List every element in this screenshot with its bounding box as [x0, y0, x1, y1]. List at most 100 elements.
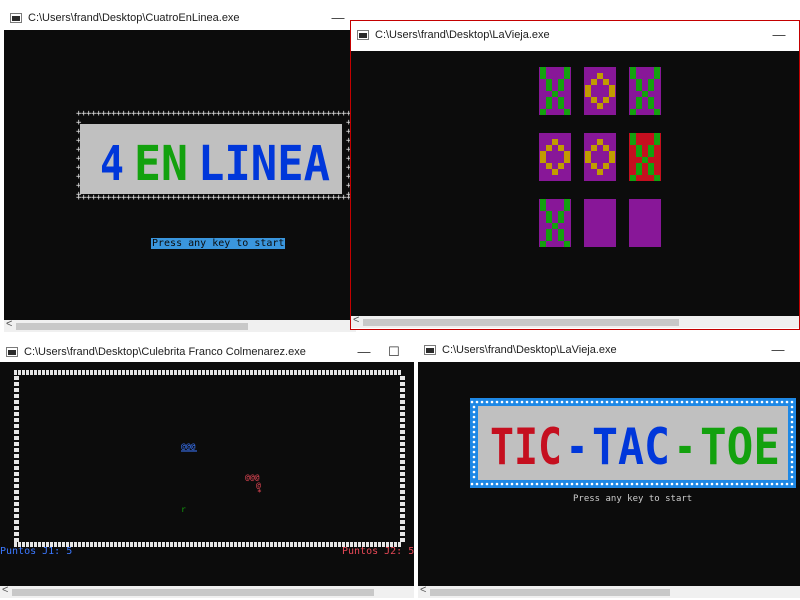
snake-player2-head: @@@	[245, 473, 260, 482]
border-block	[342, 370, 345, 375]
border-block	[142, 370, 145, 375]
window-title: C:\Users\frand\Desktop\Culebrita Franco …	[24, 346, 306, 358]
border-block	[246, 542, 249, 547]
horizontal-scrollbar[interactable]: <	[4, 318, 356, 332]
border-block	[74, 542, 77, 547]
border-block	[374, 542, 377, 547]
border-block	[114, 542, 117, 547]
border-plus: +	[256, 193, 262, 203]
border-block	[366, 370, 369, 375]
frame-dot	[790, 400, 794, 404]
border-block	[242, 370, 245, 375]
frame-dot	[695, 482, 699, 486]
border-block	[66, 542, 69, 547]
border-block	[14, 466, 19, 470]
frame-dot	[670, 482, 674, 486]
horizontal-scrollbar[interactable]: <	[418, 584, 800, 598]
border-plus: +	[311, 193, 317, 203]
frame-dot	[472, 410, 476, 414]
border-plus: +	[76, 136, 82, 146]
border-block	[274, 370, 277, 375]
border-block	[400, 490, 405, 494]
horizontal-scrollbar[interactable]: <	[351, 314, 799, 328]
border-plus: +	[346, 118, 352, 128]
minimize-icon[interactable]: —	[357, 344, 371, 359]
logo-word-tic: TIC	[490, 418, 562, 476]
border-block	[370, 542, 373, 547]
title-bar[interactable]: C:\Users\frand\Desktop\LaVieja.exe —	[418, 336, 800, 366]
border-block	[338, 370, 341, 375]
border-block	[202, 542, 205, 547]
frame-dot	[590, 482, 594, 486]
border-block	[400, 376, 405, 380]
minimize-icon[interactable]: —	[771, 342, 785, 357]
border-block	[14, 436, 19, 440]
border-block	[14, 478, 19, 482]
frame-dot	[765, 482, 769, 486]
minimize-icon[interactable]: —	[331, 10, 345, 25]
frame-dot	[480, 400, 484, 404]
scroll-left-icon[interactable]: <	[6, 318, 13, 330]
title-bar[interactable]: C:\Users\frand\Desktop\LaVieja.exe —	[351, 21, 799, 51]
border-block	[14, 388, 19, 392]
border-block	[78, 370, 81, 375]
board-cell-7-x	[539, 199, 571, 247]
border-block	[22, 370, 25, 375]
frame-dot	[472, 465, 476, 469]
border-block	[390, 542, 393, 547]
border-block	[146, 370, 149, 375]
frame-dot	[565, 400, 569, 404]
border-block	[400, 496, 405, 500]
border-plus: +	[226, 109, 232, 119]
minimize-icon[interactable]: —	[772, 27, 786, 42]
culebrita-window[interactable]: C:\Users\frand\Desktop\Culebrita Franco …	[0, 338, 414, 600]
border-block	[86, 370, 89, 375]
border-block	[330, 542, 333, 547]
border-block	[302, 370, 305, 375]
frame-dot	[680, 400, 684, 404]
cuatro-en-linea-window[interactable]: C:\Users\frand\Desktop\CuatroEnLinea.exe…	[4, 4, 356, 332]
border-block	[14, 526, 19, 530]
title-bar[interactable]: C:\Users\frand\Desktop\CuatroEnLinea.exe…	[4, 4, 356, 34]
frame-dot	[650, 400, 654, 404]
scrollbar-thumb[interactable]	[430, 589, 670, 596]
board-cell-1-x	[539, 67, 571, 115]
frame-dot	[745, 400, 749, 404]
border-plus: +	[276, 109, 282, 119]
border-plus: +	[216, 193, 222, 203]
maximize-icon[interactable]: ☐	[388, 344, 400, 359]
console-app-icon	[10, 13, 22, 23]
frame-dot	[740, 400, 744, 404]
la-vieja-board-window[interactable]: C:\Users\frand\Desktop\LaVieja.exe — <	[350, 20, 800, 330]
scroll-left-icon[interactable]: <	[2, 584, 9, 596]
board-cell-4-o	[539, 133, 571, 181]
game-title-screen: ++++++++++++++++++++++++++++++++++++++++…	[76, 109, 352, 203]
border-block	[90, 542, 93, 547]
tic-tac-toe-title-screen: TIC-TAC-TOE	[470, 398, 796, 488]
border-block	[14, 406, 19, 410]
scrollbar-thumb[interactable]	[363, 319, 679, 326]
border-plus: +	[161, 193, 167, 203]
border-plus: +	[76, 163, 82, 173]
frame-dot	[495, 400, 499, 404]
border-plus: +	[301, 193, 307, 203]
border-block	[400, 412, 405, 416]
border-block	[314, 370, 317, 375]
frame-dot	[560, 482, 564, 486]
scrollbar-thumb[interactable]	[16, 323, 248, 330]
border-block	[130, 370, 133, 375]
frame-dot	[725, 482, 729, 486]
scroll-left-icon[interactable]: <	[420, 584, 427, 596]
horizontal-scrollbar[interactable]: <	[0, 584, 414, 598]
frame-dot	[490, 482, 494, 486]
border-block	[354, 370, 357, 375]
frame-dot	[472, 420, 476, 424]
border-block	[14, 400, 19, 404]
border-block	[400, 466, 405, 470]
scroll-left-icon[interactable]: <	[353, 314, 360, 326]
scrollbar-thumb[interactable]	[12, 589, 374, 596]
la-vieja-title-window[interactable]: C:\Users\frand\Desktop\LaVieja.exe — TIC…	[418, 336, 800, 600]
border-block	[150, 370, 153, 375]
frame-dot	[570, 400, 574, 404]
border-block	[198, 542, 201, 547]
